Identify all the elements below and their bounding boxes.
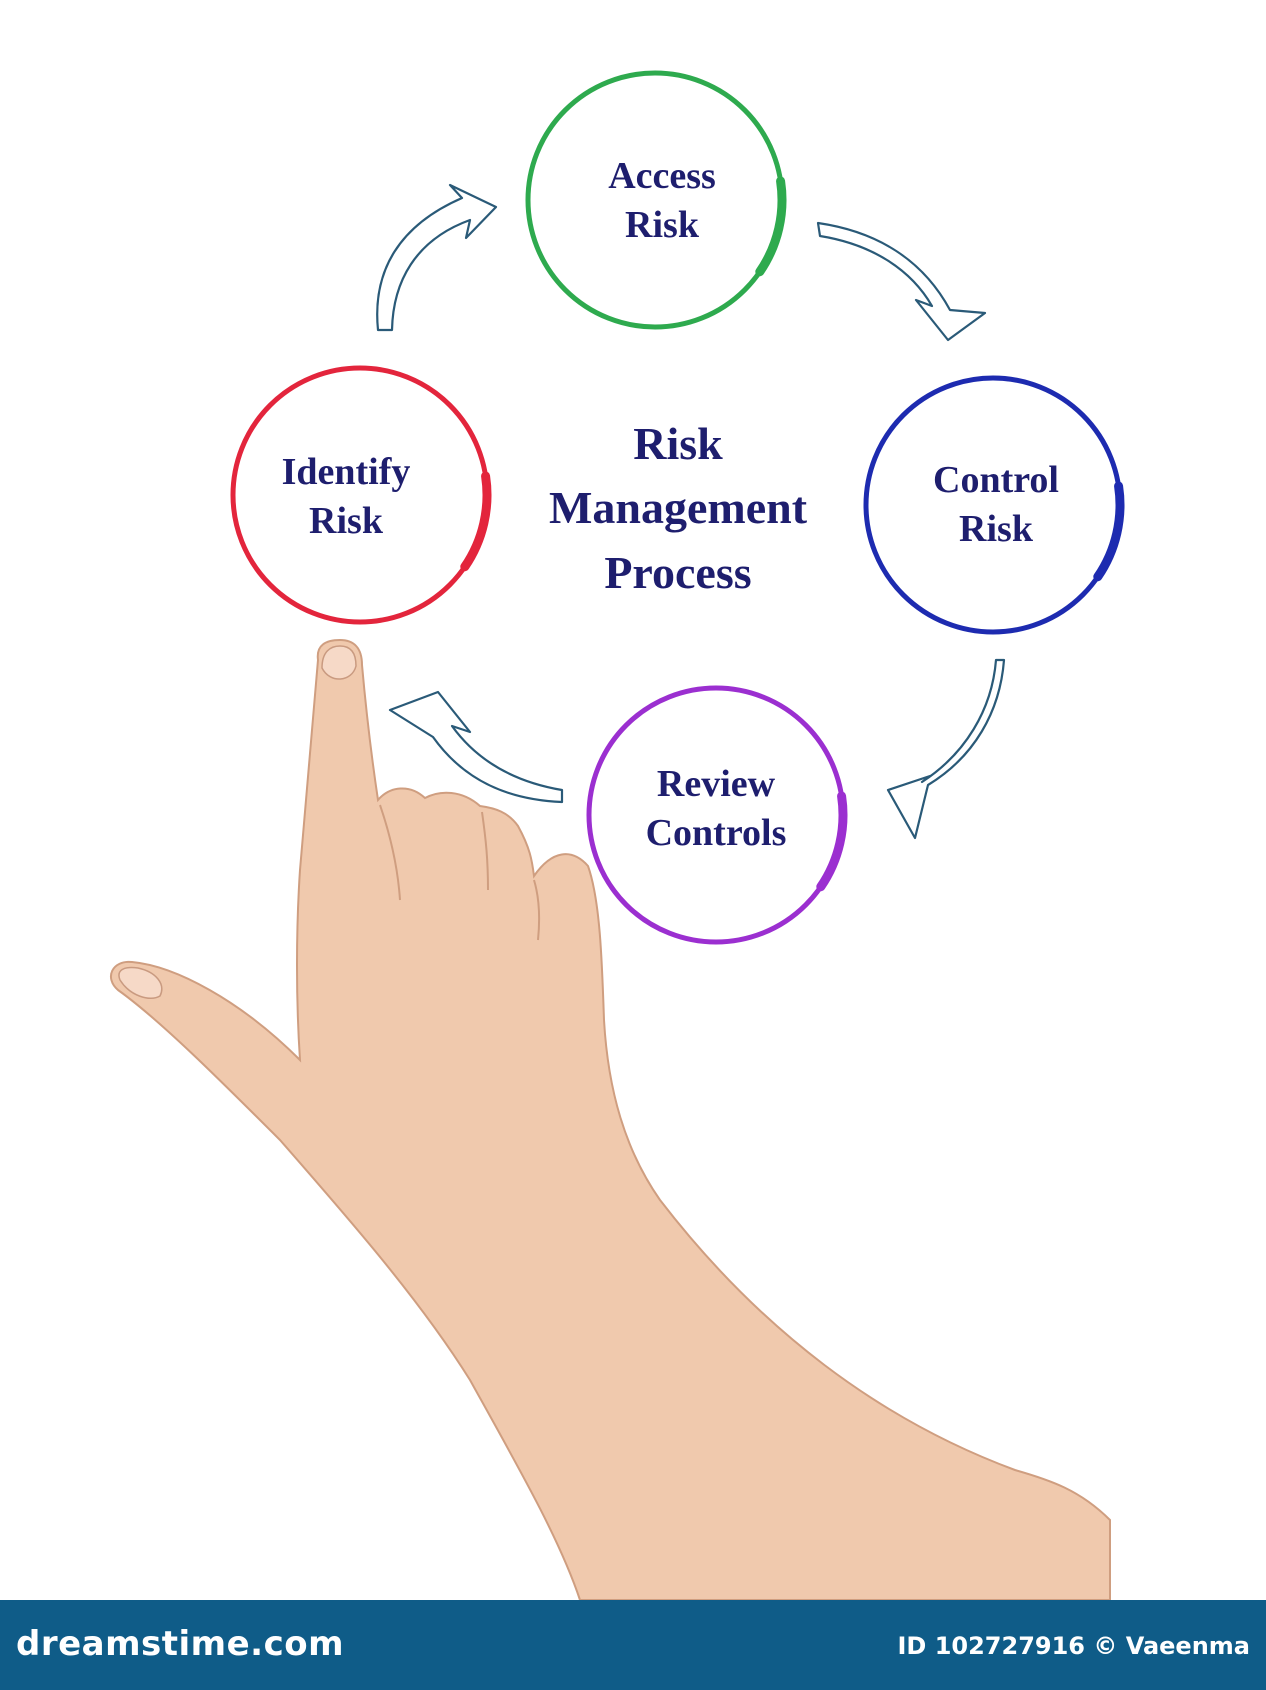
arrow-review-to-identify <box>388 690 564 804</box>
pointing-hand-illustration <box>110 638 1111 1601</box>
node-circles <box>230 70 1125 945</box>
footer-brand[interactable]: dreamstime.com <box>16 1624 345 1664</box>
arrow-identify-to-access <box>376 183 498 332</box>
cycle-arrows <box>376 183 1006 840</box>
node-circle-accent-control <box>1093 481 1125 582</box>
diagram-title: Risk Management Process <box>548 418 808 598</box>
footer-credit: ID 102727916 © Vaeenma <box>897 1632 1250 1660</box>
arrow-control-to-review <box>886 658 1006 840</box>
node-label-review-controls: Review Controls <box>645 763 787 855</box>
arrow-access-to-control <box>816 221 987 342</box>
node-circle-accent-review <box>816 791 848 892</box>
node-label-identify-risk: Identify Risk <box>281 451 411 543</box>
node-circle-accent-access <box>755 176 787 277</box>
footer-bar: dreamstime.com ID 102727916 © Vaeenma <box>0 1600 1266 1690</box>
node-label-access-risk: Access Risk <box>608 155 716 247</box>
node-label-control-risk: Control Risk <box>933 459 1059 551</box>
node-circle-accent-identify <box>460 471 492 572</box>
